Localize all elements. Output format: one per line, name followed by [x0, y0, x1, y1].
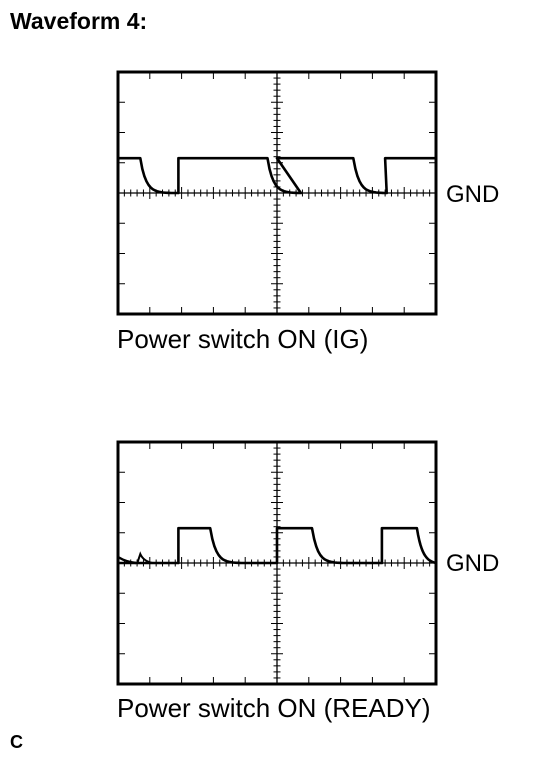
waveform-plot-ready	[116, 440, 438, 686]
caption-ig: Power switch ON (IG)	[117, 324, 369, 354]
page-title: Waveform 4:	[10, 8, 148, 34]
waveform-trace	[118, 526, 437, 565]
waveform-trace	[118, 156, 436, 195]
oscilloscope-screen-ready	[116, 440, 438, 686]
gnd-label-ig: GND	[446, 181, 500, 208]
caption-ready: Power switch ON (READY)	[117, 693, 431, 723]
oscilloscope-screen-ig	[116, 70, 438, 316]
waveform-tail	[117, 555, 137, 565]
gnd-label-ready: GND	[446, 550, 500, 577]
waveform-plot-ig	[116, 70, 438, 316]
waveform-glitch	[136, 551, 153, 564]
footer-mark: C	[10, 732, 23, 752]
